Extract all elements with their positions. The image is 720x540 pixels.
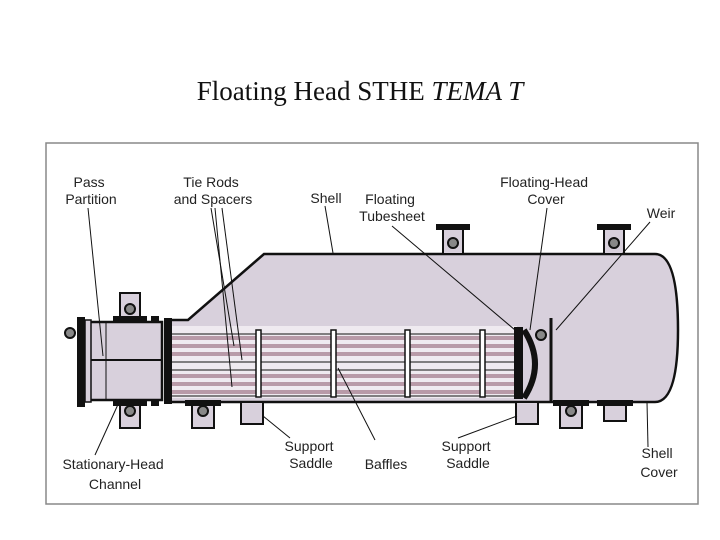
shell-nozzle-bottom-right xyxy=(553,400,589,429)
label-support-saddle-right: Support Saddle xyxy=(442,438,495,471)
floating-tubesheet xyxy=(514,327,523,399)
label-weir: Weir xyxy=(647,205,676,221)
channel-nozzle-left xyxy=(64,327,76,339)
label-pass-partition: Pass Partition xyxy=(65,174,116,207)
floating-head-cover xyxy=(521,328,538,400)
page-title: Floating Head STHE TEMA T xyxy=(0,76,720,107)
channel-nozzle-top xyxy=(113,292,147,322)
label-tie-rods: Tie Rods and Spacers xyxy=(174,174,253,207)
label-shell-cover: Shell Cover xyxy=(640,445,678,480)
shell-nozzle-bottom-far-right xyxy=(597,400,633,422)
baffles xyxy=(255,329,486,398)
label-floating-head-cover: Floating-Head Cover xyxy=(500,174,592,207)
channel-nozzle-bottom xyxy=(113,400,147,429)
channel-flange xyxy=(84,319,92,403)
channel-cover-plate xyxy=(77,317,85,407)
support-saddle-left xyxy=(240,401,264,425)
label-baffles: Baffles xyxy=(365,456,408,472)
shell-nozzle-top-right xyxy=(597,224,631,255)
title-main: Floating Head STHE xyxy=(196,76,432,106)
tube-bundle xyxy=(172,326,520,398)
support-saddle-right xyxy=(515,401,539,425)
weir-vent xyxy=(535,329,547,341)
shell-nozzle-top-left xyxy=(436,224,470,255)
label-shell: Shell xyxy=(310,190,341,206)
shell-flange xyxy=(164,318,172,404)
shell-nozzle-bottom-left xyxy=(185,400,221,429)
label-stationary-head-channel: Stationary-Head Channel xyxy=(62,456,167,492)
label-support-saddle-left: Support Saddle xyxy=(285,438,338,471)
leader-lines xyxy=(87,205,651,456)
title-emphasis: TEMA T xyxy=(431,76,524,106)
label-floating-tubesheet: Floating Tubesheet xyxy=(359,191,425,224)
